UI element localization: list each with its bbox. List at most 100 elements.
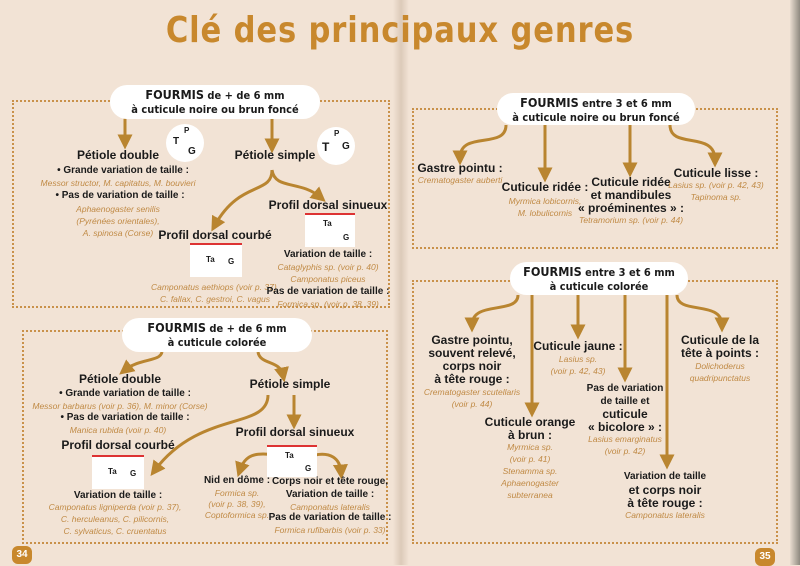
header-size: entre 3 et 6 mm <box>578 97 672 110</box>
figure-label: Ta <box>206 255 215 264</box>
criterion-label: « proéminentes » : <box>577 201 685 215</box>
header-size: de + de 6 mm <box>203 89 285 102</box>
criterion-label: Variation de taille : <box>283 249 373 260</box>
species-text: (voir p. 38, 39), <box>208 499 266 509</box>
criterion-label: Pas de variation de taille : <box>268 512 392 523</box>
book-gutter <box>393 0 409 565</box>
species-text: Messor structor, M. capitatus, M. bouvie… <box>40 178 196 188</box>
criterion-label: corps noir <box>442 359 502 373</box>
figure-label: P <box>184 126 190 135</box>
arrow <box>270 169 326 202</box>
arrow <box>314 452 348 480</box>
species-text: (voir p. 42) <box>604 446 646 456</box>
profile-curved-label: Profil dorsal courbé <box>61 438 175 452</box>
criterion-label: • Grande variation de taille : <box>57 165 189 176</box>
species-text: M. lobulicornis <box>517 208 573 218</box>
figure-label: G <box>342 141 350 152</box>
figure-label: G <box>130 469 137 478</box>
header-word: FOURMIS <box>520 95 579 110</box>
species-text: Crematogaster scutellaris <box>423 387 521 397</box>
criterion-label: Variation de taille <box>623 471 707 482</box>
criterion-label: souvent relevé, <box>428 346 516 360</box>
criterion-label: Cuticule ridée <box>591 175 671 189</box>
petiole-simple-label: Pétiole simple <box>249 377 331 391</box>
criterion-label: à brun : <box>508 428 552 442</box>
arrow <box>256 351 289 383</box>
arrow <box>150 394 270 476</box>
criterion-label: Nid en dôme : <box>203 475 271 486</box>
figure-label: G <box>343 233 350 242</box>
criterion-label: Corps noir et tête rouge, <box>271 476 389 487</box>
species-text: A. spinosa (Corse) <box>82 228 154 238</box>
species-text: Coptoformica sp. <box>204 510 270 520</box>
arrow <box>119 351 164 375</box>
header-word: FOURMIS <box>523 264 582 279</box>
criterion-label: • Grande variation de taille : <box>59 388 191 399</box>
species-text: Formica rufibarbis (voir p. 33) <box>274 525 386 535</box>
criterion-label: cuticule <box>602 407 648 421</box>
species-text: Tetramorium sp. (voir p. 44) <box>578 215 684 225</box>
species-text: C. herculeanus, C. pilicornis, <box>60 514 170 524</box>
species-text: Dolichoderus <box>695 361 745 371</box>
criterion-label: Cuticule ridée : <box>501 180 589 194</box>
species-text: Camponatus lateralis <box>625 510 705 520</box>
species-text: Stenamma sp. <box>502 466 558 476</box>
profile-sinuous-label: Profil dorsal sinueux <box>235 425 355 439</box>
species-text: Camponatus aethiops (voir p. 37), <box>150 282 280 292</box>
header-size: de + de 6 mm <box>205 322 287 335</box>
species-text: Manica rubida (voir p. 40) <box>69 425 167 435</box>
petiole-simple-label: Pétiole simple <box>234 148 316 162</box>
species-text: subterranea <box>507 490 553 500</box>
species-text: Cataglyphis sp. (voir p. 40) <box>277 262 379 272</box>
figure-label: Ta <box>285 451 294 460</box>
header-cuticle: à cuticule colorée <box>549 280 649 293</box>
criterion-label: Cuticule jaune : <box>533 339 623 353</box>
species-text: (Pyrénées orientales), <box>76 216 160 226</box>
species-text: Lasius sp. <box>558 354 598 364</box>
criterion-label: Pas de variation <box>586 383 664 394</box>
header-cuticle: à cuticule colorée <box>167 336 267 349</box>
profile-curved-label: Profil dorsal courbé <box>158 228 272 242</box>
species-text: Aphaenogaster senilis <box>76 204 160 214</box>
species-text: Lasius sp. (voir p. 42, 43) <box>668 180 764 190</box>
species-text: quadripunctatus <box>689 373 751 383</box>
species-text: Camponatus lateralis <box>290 502 370 512</box>
figure-label: G <box>305 464 312 473</box>
species-text: Messor barbarus (voir p. 36), M. minor (… <box>32 401 208 411</box>
criterion-label: à tête rouge : <box>627 496 703 510</box>
species-text: C. sylvaticus, C. cruentatus <box>63 526 167 536</box>
header-cuticle: à cuticule noire ou brun foncé <box>512 111 680 124</box>
criterion-label: « bicolore » : <box>587 420 663 434</box>
header-cuticle: à cuticule noire ou brun foncé <box>131 103 299 116</box>
species-text: Lasius emarginatus <box>588 434 662 444</box>
species-text: Tapinoma sp. <box>690 192 742 202</box>
page-number-left: 34 <box>12 546 32 564</box>
criterion-label: et corps noir <box>628 483 702 497</box>
species-text: Camponatus ligniperda (voir p. 37), <box>48 502 182 512</box>
criterion-label: de taille et <box>600 396 650 407</box>
species-text: Formica sp. (voir p. 38, 39) <box>277 299 379 309</box>
criterion-label: Variation de taille : <box>73 490 163 501</box>
figure-label: T <box>322 140 330 154</box>
arrow <box>464 294 520 333</box>
header-size: entre 3 et 6 mm <box>581 266 675 279</box>
figure-label: G <box>188 146 196 157</box>
species-text: Myrmica sp. <box>507 442 553 452</box>
arrow <box>675 294 730 333</box>
figure-label: Ta <box>108 467 117 476</box>
header-word: FOURMIS <box>145 87 204 102</box>
criterion-label: Gastre pointu, <box>431 333 513 347</box>
species-text: (voir p. 41) <box>509 454 551 464</box>
figure-label: T <box>173 136 180 147</box>
arrow <box>452 124 508 166</box>
criterion-label: tête à points : <box>680 346 760 360</box>
figure-label: Ta <box>323 219 332 228</box>
species-text: Camponatus piceus <box>290 274 366 284</box>
